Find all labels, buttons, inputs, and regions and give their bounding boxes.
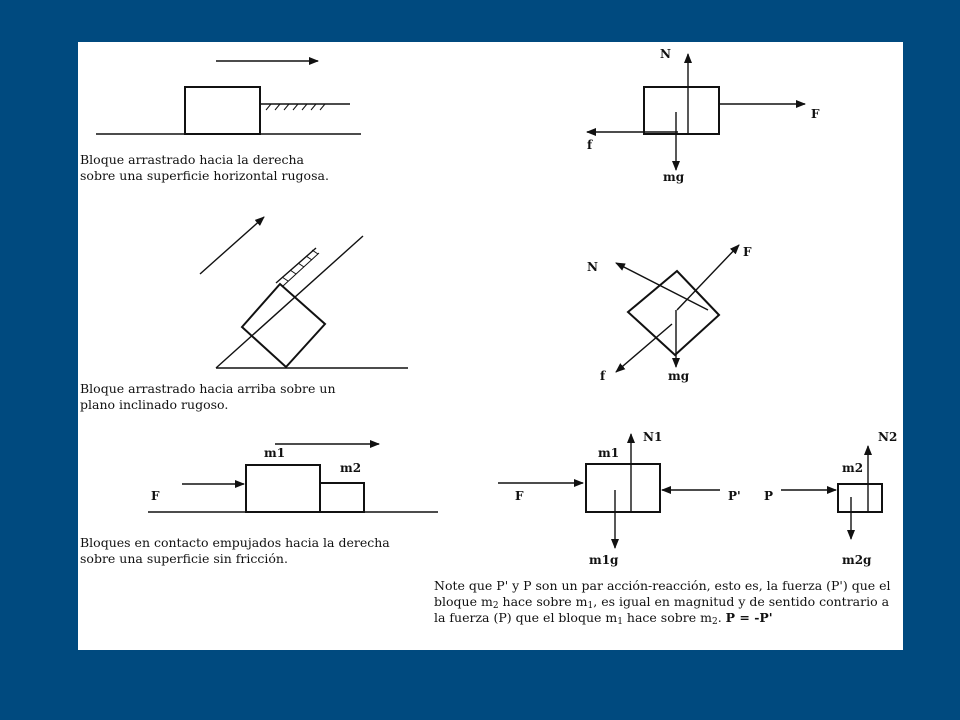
incline-scene [199,216,408,369]
contact-scene [148,440,438,513]
action-reaction-equation: P = -P' [725,610,773,625]
block1-fbd-rect [585,463,661,513]
incline-normal-arrow [615,262,709,311]
caption-horizontal: Bloque arrastrado hacia la derecha sobre… [80,152,329,183]
label-f: F [811,107,820,121]
block-m2 [319,482,365,513]
label-p: P [764,489,773,503]
block1-fbd [498,433,720,549]
label-friction: f [587,138,593,152]
label-fbd-m2: m2 [842,461,863,475]
label-n2: N2 [878,430,897,444]
label-m1g: m1g [589,553,619,567]
incline-rope-hatching [281,249,319,282]
label-fbd-f: F [515,489,524,503]
fbd-block [643,86,720,135]
block2-fbd-rect [837,483,883,513]
incline-friction-arrow [615,323,673,373]
incline-plane [215,235,364,369]
caption-contact: Bloques en contacto empujados hacia la d… [80,535,390,566]
label-n1: N1 [643,430,662,444]
label-m2g: m2g [842,553,872,567]
label-scene-f: F [151,489,160,503]
label-n: N [660,47,671,61]
horizontal-scene [96,57,361,135]
label-incline-n: N [587,260,598,274]
diagram-panel: N F f mg N F f mg m1 m2 F N1 m1 F P' m1g… [78,42,903,650]
block-m1 [245,464,321,513]
block2-fbd [781,445,883,540]
incline-applied-arrow [676,244,740,311]
label-p-prime: P' [728,489,741,503]
rope-hatching [265,103,326,111]
force-labels: N F f mg N F f mg m1 m2 F N1 m1 F P' m1g… [151,47,897,567]
horizontal-fbd [586,53,806,171]
label-incline-mg: mg [668,369,690,383]
incline-rope [275,247,317,284]
label-incline-f: F [743,245,752,259]
label-scene-m1: m1 [264,446,285,460]
incline-fbd-block [626,269,721,357]
note-text: Note que P' y P son un par acción-reacci… [434,578,891,627]
block [184,86,261,135]
label-mg: mg [663,170,685,184]
caption-incline: Bloque arrastrado hacia arriba sobre un … [80,381,336,412]
label-fbd-m1: m1 [598,446,619,460]
incline-fbd [615,244,740,373]
label-scene-m2: m2 [340,461,361,475]
incline-motion-arrow [199,216,265,275]
incline-block [240,282,327,369]
force-diagrams: N F f mg N F f mg m1 m2 F N1 m1 F P' m1g… [96,47,897,567]
label-incline-friction: f [600,369,606,383]
